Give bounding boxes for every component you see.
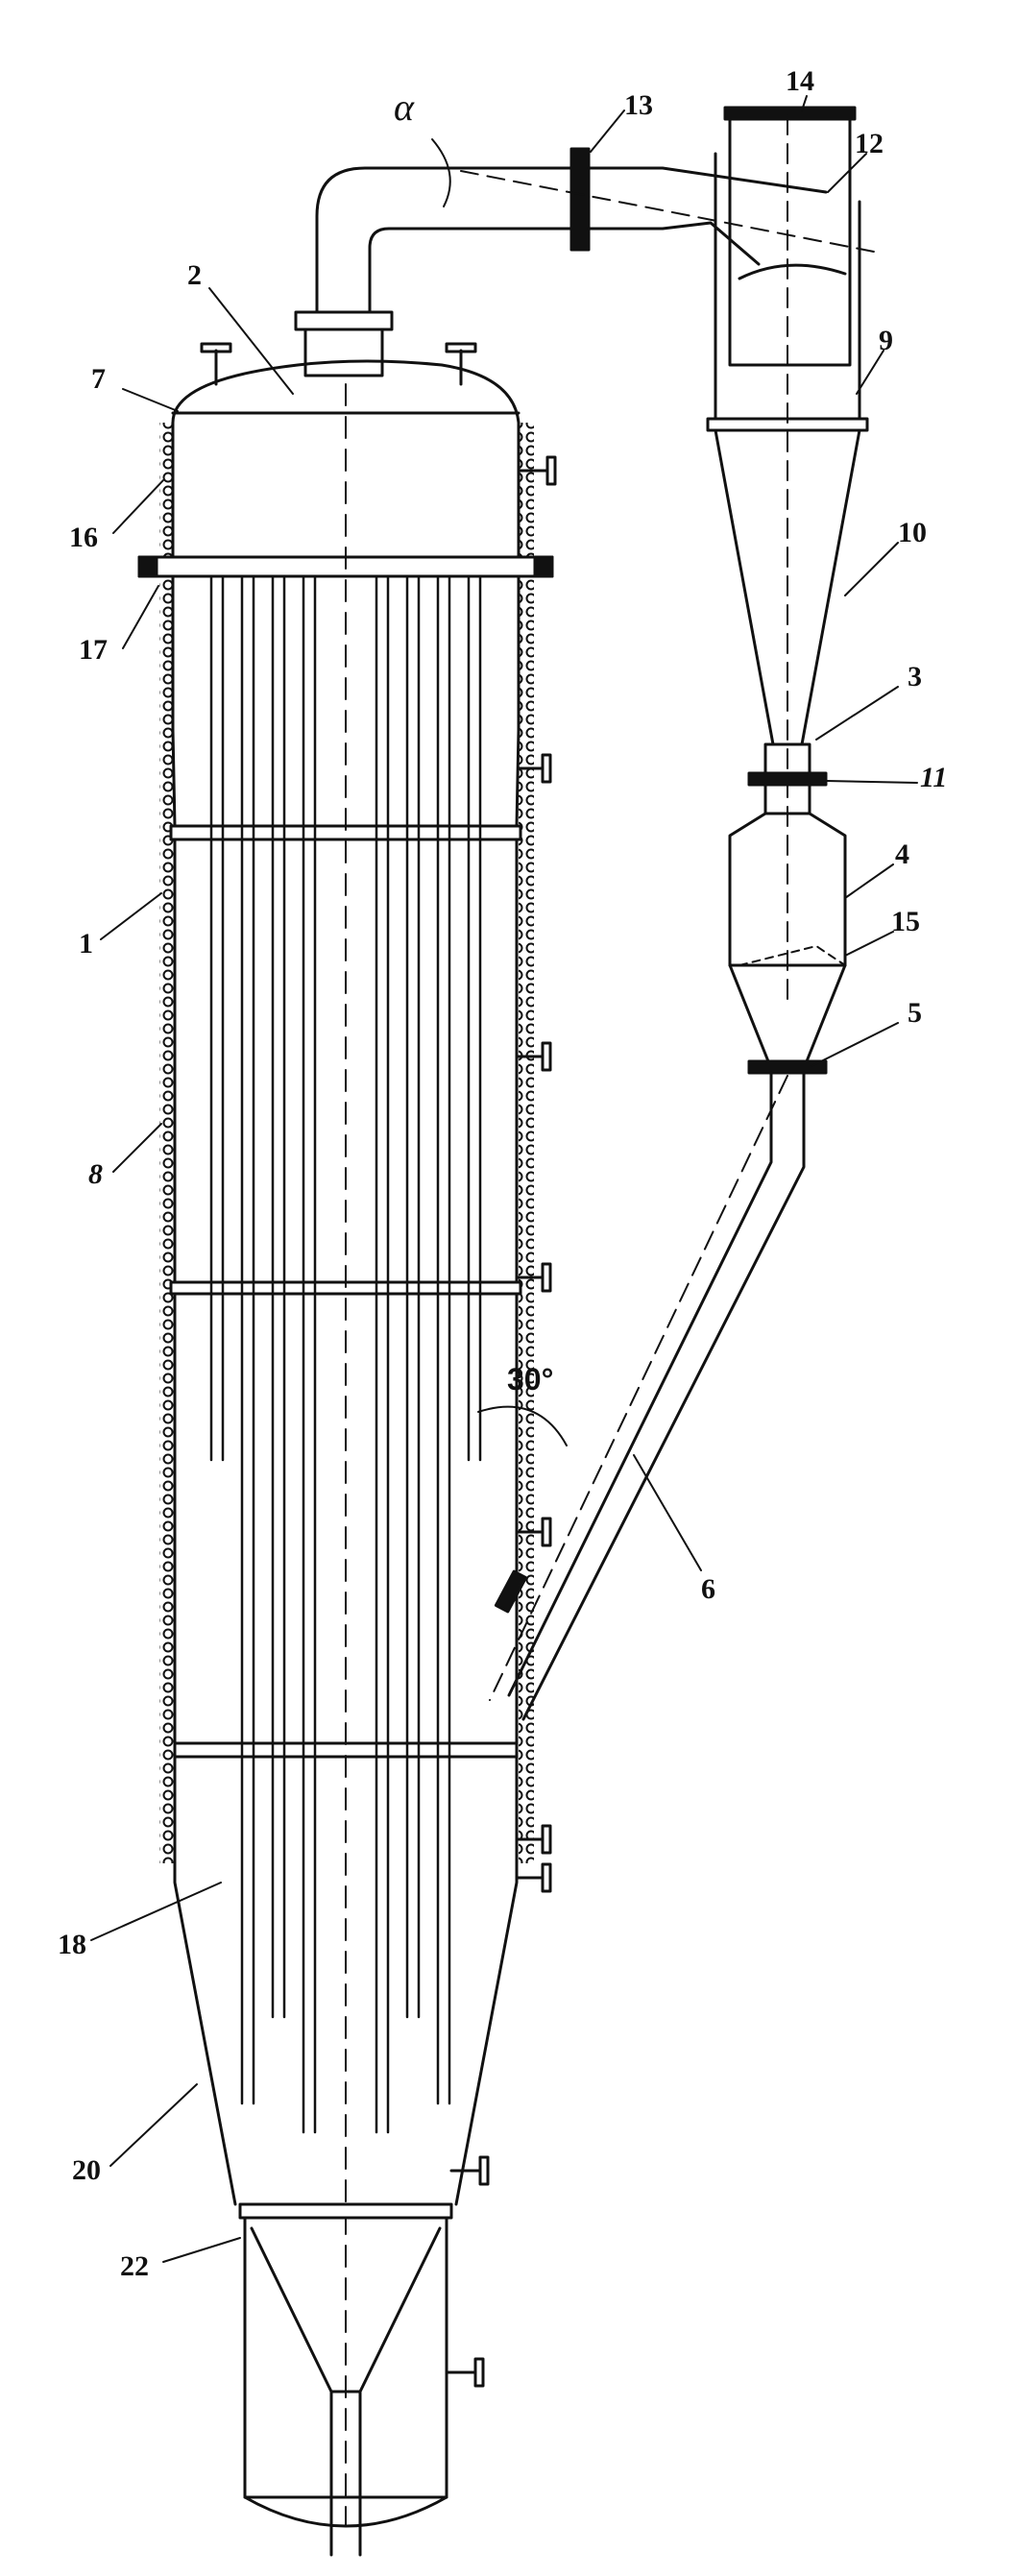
flange-13 (569, 147, 591, 252)
label-18: 18 (58, 1929, 86, 1960)
cyclone-separator (706, 106, 869, 1009)
label-13: 13 (624, 89, 653, 121)
label-angle-30: 30° (507, 1362, 554, 1397)
label-12: 12 (855, 128, 884, 159)
flange-5 (747, 1059, 828, 1075)
label-5: 5 (908, 997, 922, 1029)
label-7: 7 (91, 363, 106, 395)
label-17: 17 (79, 634, 108, 666)
label-6: 6 (701, 1573, 715, 1605)
cyclone-inlet-duct (460, 166, 875, 266)
insulation-right (519, 423, 534, 1863)
label-alpha: α (394, 85, 414, 129)
reactor-tubes (209, 383, 482, 2527)
reactor-top-head-7 (171, 342, 557, 569)
label-22: 22 (120, 2250, 149, 2282)
label-16: 16 (69, 522, 98, 553)
label-9: 9 (879, 325, 893, 356)
label-8: 8 (88, 1158, 103, 1190)
label-3: 3 (908, 661, 922, 693)
label-14: 14 (786, 65, 814, 97)
bottom-hopper-22 (243, 2216, 485, 2557)
label-4: 4 (895, 838, 909, 870)
outlet-elbow-pipe (294, 166, 573, 377)
label-15: 15 (891, 906, 920, 937)
conical-bottom-20 (173, 1823, 519, 2220)
label-2: 2 (187, 259, 202, 291)
label-11: 11 (920, 762, 948, 793)
insulation-left (159, 423, 175, 1863)
label-1: 1 (79, 928, 93, 960)
label-20: 20 (72, 2154, 101, 2186)
label-10: 10 (898, 517, 927, 548)
leader-lines (90, 95, 918, 2263)
cyclone-dipleg-flange-11 (747, 742, 828, 815)
